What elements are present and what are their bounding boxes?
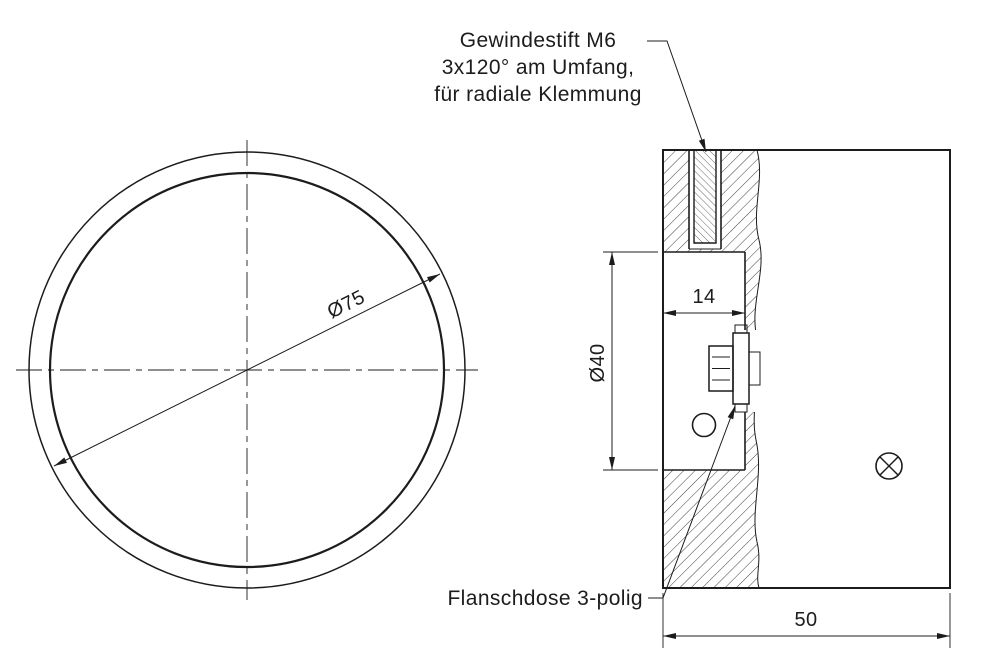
connector-leader-line [648,405,736,599]
connector-screw-top [734,324,748,334]
diameter-dimension-line [53,273,441,467]
connector-body [708,345,734,392]
dimension-14-label: 14 [692,286,715,308]
flange-socket [706,324,762,413]
dimension-14: 14 [663,286,745,316]
connector-clearance [706,330,762,412]
connector-note: Flanschdose 3-polig [447,587,643,610]
section-view: 14 Ø40 50 [587,149,951,648]
screw-head-icon [875,452,903,480]
cable-hole [691,412,717,438]
annotations: Gewindestift M6 3x120° am Umfang, für ra… [434,29,736,610]
setscrew-note-line2: 3x120° am Umfang, [442,56,635,79]
set-screw-outline [693,150,717,244]
dimension-50-label: 50 [794,609,817,631]
connector-rear-stub [748,351,761,386]
diameter-75-label: Ø75 [324,286,369,323]
section-outline [662,149,951,589]
screw-head-circle [875,452,903,480]
inner-circle [48,171,446,569]
outer-circle [28,151,466,589]
dimension-40: Ø40 [587,251,658,471]
setscrew-leader-line [647,40,707,153]
connector-screw-bottom [734,403,748,413]
dimension-50: 50 [662,593,951,648]
setscrew-note-line1: Gewindestift M6 [460,29,617,52]
screw-cross-2 [879,456,899,476]
dimension-40-label: Ø40 [587,343,609,382]
set-screw-section-fill [694,150,716,243]
front-view: Ø75 [16,140,478,600]
set-screw [688,150,722,250]
setscrew-note-line3: für radiale Klemmung [434,83,642,106]
